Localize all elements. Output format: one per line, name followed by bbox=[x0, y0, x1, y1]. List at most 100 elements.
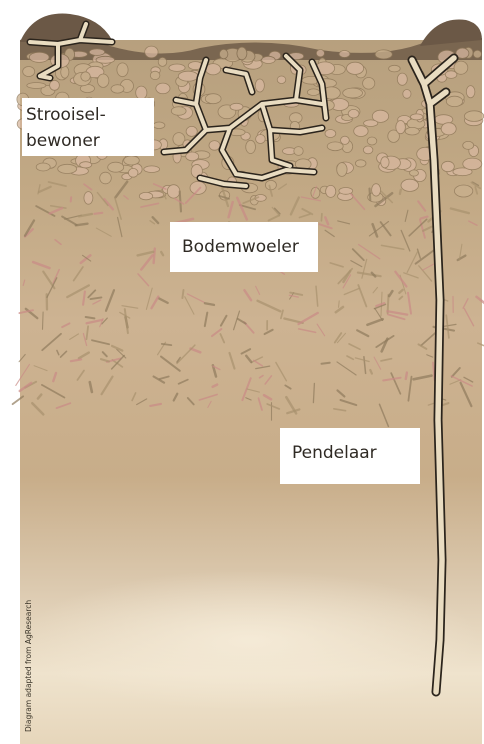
pebble bbox=[396, 121, 406, 134]
pebble bbox=[237, 47, 247, 60]
pebble bbox=[144, 166, 160, 173]
label-litter-line2: bewoner bbox=[26, 128, 154, 154]
pebble bbox=[337, 163, 347, 177]
pebble bbox=[446, 96, 462, 106]
pebble bbox=[209, 141, 220, 151]
pebble bbox=[117, 63, 128, 77]
pebble bbox=[463, 158, 482, 170]
pebble bbox=[307, 89, 319, 96]
root-fibre bbox=[406, 373, 407, 379]
pebble bbox=[363, 78, 375, 90]
pebble bbox=[256, 135, 266, 144]
pebble bbox=[169, 64, 185, 71]
pebble bbox=[464, 111, 483, 122]
pebble bbox=[327, 142, 343, 151]
pebble bbox=[190, 181, 206, 194]
pebble bbox=[128, 168, 138, 177]
pebble bbox=[255, 79, 264, 92]
pebble bbox=[326, 185, 336, 197]
pebble bbox=[80, 162, 92, 168]
pebble bbox=[339, 51, 350, 58]
pebble bbox=[139, 192, 152, 199]
pebble bbox=[98, 74, 109, 87]
pebble bbox=[473, 50, 481, 58]
pebble bbox=[403, 90, 411, 99]
pebble bbox=[205, 94, 221, 104]
pebble bbox=[150, 71, 160, 79]
pebble bbox=[454, 61, 468, 74]
root-fibre bbox=[94, 213, 102, 214]
pebble bbox=[220, 49, 228, 58]
pebble bbox=[262, 56, 276, 63]
pale-subsoil bbox=[20, 570, 480, 710]
pebble bbox=[171, 107, 186, 116]
pebble bbox=[84, 192, 93, 205]
pebble bbox=[466, 86, 475, 98]
pebble bbox=[363, 146, 373, 154]
pebble bbox=[389, 65, 401, 72]
pebble bbox=[372, 184, 381, 196]
pebble bbox=[186, 152, 199, 161]
pebble bbox=[381, 157, 389, 168]
pebble bbox=[325, 130, 336, 138]
root-fibre bbox=[162, 344, 172, 345]
root-fibre bbox=[400, 190, 401, 194]
pebble bbox=[341, 136, 350, 144]
pebble bbox=[442, 161, 455, 171]
pebble bbox=[316, 50, 324, 57]
pebble bbox=[348, 109, 359, 118]
pebble bbox=[410, 170, 419, 176]
pebble bbox=[410, 114, 423, 120]
pebble bbox=[178, 71, 198, 81]
root-fibre bbox=[370, 189, 371, 201]
pebble bbox=[454, 185, 472, 197]
pebble bbox=[58, 164, 77, 173]
pebble bbox=[124, 156, 140, 165]
pebble bbox=[367, 137, 377, 145]
pebble bbox=[153, 122, 165, 129]
pebble bbox=[277, 76, 286, 84]
pebble bbox=[355, 160, 366, 167]
root-fibre bbox=[370, 370, 372, 374]
root-fibre bbox=[71, 197, 72, 201]
pebble bbox=[100, 172, 112, 184]
pebble bbox=[354, 126, 368, 137]
pebble bbox=[339, 188, 353, 195]
pebble bbox=[441, 123, 456, 135]
pebble bbox=[111, 85, 124, 93]
label-deep-burrower: Pendelaar bbox=[280, 428, 420, 484]
pebble bbox=[405, 127, 419, 135]
root-fibre bbox=[322, 363, 330, 364]
pebble bbox=[27, 83, 46, 89]
pebble bbox=[29, 52, 49, 62]
label-litter-line1: Strooisel- bbox=[26, 102, 154, 128]
pebble bbox=[145, 46, 158, 58]
pebble bbox=[158, 57, 167, 66]
pebble bbox=[375, 50, 392, 59]
root-fibre bbox=[76, 224, 88, 226]
image-credit: Diagram adapted from AgResearch bbox=[24, 600, 33, 732]
pebble bbox=[81, 72, 90, 81]
pebble bbox=[156, 83, 170, 94]
root-fibre bbox=[182, 290, 183, 298]
root-fibre bbox=[86, 317, 95, 318]
pebble bbox=[294, 147, 303, 156]
label-litter-dweller: Strooisel- bewoner bbox=[22, 98, 154, 156]
root-fibre bbox=[339, 301, 340, 307]
pebble bbox=[23, 67, 35, 77]
pebble bbox=[50, 80, 60, 90]
root-fibre bbox=[161, 252, 163, 255]
pebble bbox=[397, 73, 407, 85]
pebble bbox=[364, 120, 378, 127]
label-soil-dweller: Bodemwoeler bbox=[170, 222, 318, 272]
pebble bbox=[401, 179, 419, 191]
root-fibre bbox=[321, 214, 322, 221]
pebble bbox=[186, 126, 197, 136]
pebble bbox=[246, 140, 256, 153]
pebble bbox=[108, 162, 124, 172]
pebble bbox=[96, 56, 115, 63]
pebble bbox=[167, 185, 180, 198]
pebble bbox=[463, 141, 474, 149]
pebble bbox=[230, 103, 243, 110]
pebble bbox=[36, 163, 50, 171]
